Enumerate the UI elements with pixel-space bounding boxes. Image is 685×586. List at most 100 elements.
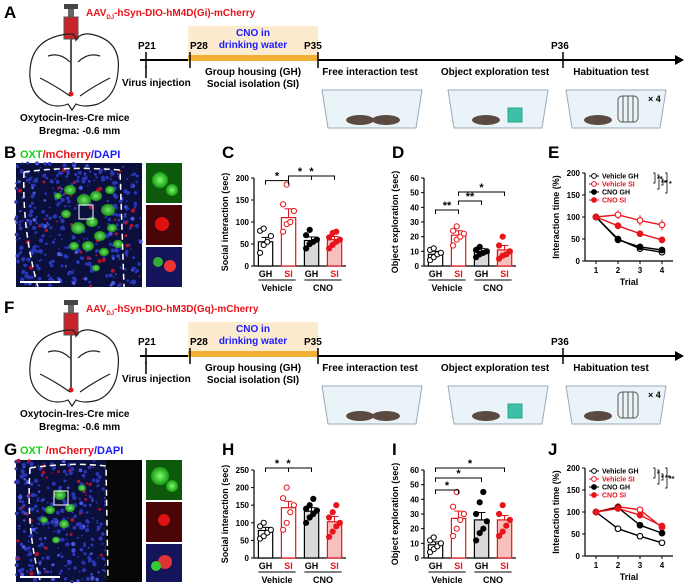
dapi-dot: [118, 258, 121, 261]
dapi-dot: [30, 176, 33, 179]
stain-label-b: OXT/mCherry/DAPI: [20, 149, 120, 161]
dapi-dot: [73, 206, 77, 210]
data-point: [457, 516, 464, 524]
dapi-dot: [34, 494, 38, 497]
dapi-dot: [26, 161, 30, 165]
dapi-dot: [81, 578, 83, 581]
dapi-dot: [71, 162, 75, 166]
dapi-dot: [83, 172, 87, 176]
dapi-dot: [64, 205, 67, 208]
dapi-dot: [72, 516, 75, 519]
dapi-dot: [31, 524, 34, 527]
dapi-dot: [74, 250, 79, 255]
legend-label: CNO SI: [602, 198, 626, 205]
dapi-dot: [98, 507, 102, 511]
category-label: SI: [454, 561, 463, 571]
data-point: [264, 238, 271, 245]
series-line: [595, 511, 663, 544]
dapi-dot: [19, 474, 24, 479]
data-point: [267, 233, 274, 240]
y-tick-label: 30: [410, 510, 419, 519]
dapi-dot: [60, 172, 64, 175]
y-tick-label: 50: [571, 235, 580, 244]
dapi-dot: [68, 205, 71, 208]
significance-mark: *: [479, 182, 484, 194]
dapi-dot: [16, 259, 20, 264]
test2-f: Object exploration test: [441, 363, 550, 374]
dapi-dot: [68, 567, 71, 571]
dapi-dot: [90, 537, 94, 541]
data-point: [329, 509, 336, 516]
syringe-icon: [63, 300, 79, 393]
dapi-dot: [39, 258, 43, 262]
data-point: [499, 233, 506, 240]
dapi-dot: [16, 458, 21, 463]
dapi-dot: [110, 268, 115, 273]
significance-bracket: [435, 489, 459, 494]
dapi-dot: [16, 556, 21, 561]
dapi-dot: [82, 238, 85, 240]
dapi-dot: [105, 233, 110, 239]
legend-marker: [591, 197, 597, 203]
dapi-dot: [69, 533, 73, 536]
dapi-dot: [67, 199, 71, 204]
dapi-dot: [29, 482, 34, 486]
significance-bracket: [657, 174, 660, 190]
dapi-dot: [79, 525, 83, 530]
oxt-cell: [61, 209, 71, 219]
dapi-dot: [60, 537, 63, 541]
legend-marker: [591, 181, 597, 187]
dapi-dot: [65, 175, 69, 178]
data-point: [336, 519, 343, 526]
cno-label-a2: drinking water: [219, 40, 287, 51]
data-point: [303, 519, 310, 526]
y-tick-label: 150: [567, 191, 581, 200]
data-point: [280, 526, 287, 533]
y-tick-label: 200: [236, 174, 250, 183]
dapi-dot: [71, 541, 76, 547]
significance-bracket: [653, 172, 656, 184]
schematic-a: Oxytocin-Ires-Cre mice Bregma: -0.6 mm A…: [20, 4, 256, 137]
oxt-cell: [65, 503, 75, 513]
data-point: [473, 510, 480, 518]
significance-bracket: [458, 191, 505, 196]
dapi-dot: [39, 560, 42, 563]
dapi-dot: [52, 466, 56, 469]
group-label: Vehicle: [261, 575, 292, 585]
dapi-dot: [35, 221, 38, 225]
x-tick-label: 2: [616, 561, 621, 570]
y-tick-label: 100: [567, 508, 581, 517]
micrograph-g: OXT /mCherry/DAPI: [14, 445, 182, 584]
dapi-dot: [114, 206, 118, 210]
significance-mark: **: [669, 476, 675, 483]
oxt-cell: [86, 216, 98, 228]
dapi-dot: [29, 571, 34, 576]
dapi-dot: [35, 215, 39, 218]
dapi-dot: [78, 497, 81, 500]
dapi-dot: [44, 228, 48, 233]
tick-p21-f: P21: [138, 337, 156, 348]
dapi-dot: [86, 164, 89, 167]
y-axis-label: Interaction time (%): [551, 470, 561, 554]
dapi-dot: [104, 216, 108, 219]
legend-label: CNO GH: [602, 485, 630, 492]
dapi-dot: [30, 564, 34, 568]
dapi-dot: [118, 256, 121, 259]
y-tick-label: 60: [410, 174, 419, 183]
data-point: [460, 230, 467, 237]
dapi-dot: [61, 459, 66, 464]
data-point: [658, 221, 666, 229]
dapi-dot: [139, 217, 142, 220]
y-axis-label: Social interaction (sec): [220, 173, 230, 272]
stain-label-g: OXT /mCherry/DAPI: [20, 445, 123, 457]
dapi-dot: [30, 201, 34, 205]
dapi-dot: [36, 499, 40, 502]
dapi-dot: [32, 567, 35, 570]
data-point: [326, 234, 333, 241]
dapi-dot: [27, 177, 32, 182]
data-point: [306, 514, 313, 521]
y-tick-label: 150: [236, 501, 250, 510]
data-point: [460, 510, 467, 518]
dapi-dot: [81, 534, 83, 537]
dapi-dot: [125, 207, 129, 211]
